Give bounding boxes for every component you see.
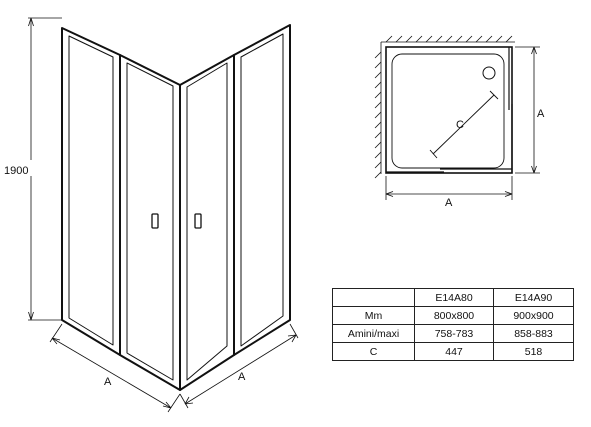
plan-depth-label: A: [537, 108, 545, 120]
width-dimension-right: [179, 323, 299, 409]
plan-diagonal-label: C: [456, 119, 464, 131]
plan-width-dimension: [385, 176, 513, 200]
left-fixed-panel-glass: [68, 35, 114, 346]
spec-table-row-label: Amini/maxi: [332, 324, 415, 343]
right-fixed-panel-glass: [240, 33, 284, 347]
left-sliding-door-glass: [126, 62, 174, 381]
wall-hatching: [374, 35, 515, 179]
plan-depth-dimension: [515, 46, 540, 174]
plan-view: [374, 35, 540, 200]
width-dimension-left: [49, 323, 181, 413]
spec-table-cell: 800x800: [414, 306, 494, 325]
elevation-view: [61, 24, 291, 391]
spec-table-header-row: E14A80 E14A90: [332, 288, 574, 307]
height-label: 1900: [4, 165, 28, 177]
width-label-left: A: [104, 376, 112, 388]
shower-tray-outline: [385, 46, 513, 174]
spec-table-column-header: E14A80: [414, 288, 494, 307]
spec-table-corner-cell: [332, 288, 415, 307]
plan-width-label: A: [445, 197, 453, 209]
right-sliding-door-glass: [186, 62, 228, 381]
drain-icon: [482, 66, 496, 80]
spec-table: E14A80 E14A90 Mm 800x800 900x900 Amini/m…: [332, 288, 574, 361]
right-fixed-panel: [233, 24, 291, 356]
left-sliding-door: [119, 54, 181, 391]
spec-table-cell: 447: [414, 342, 494, 361]
spec-table-cell: 858-883: [493, 324, 574, 343]
spec-table-column-header: E14A90: [493, 288, 574, 307]
spec-table-row: Mm 800x800 900x900: [332, 306, 574, 325]
diagonal-dimension: [429, 90, 499, 159]
spec-table-row-label: Mm: [332, 306, 415, 325]
spec-table-row-label: C: [332, 342, 415, 361]
spec-table-cell: 900x900: [493, 306, 574, 325]
left-door-handle-icon: [151, 213, 159, 229]
left-fixed-panel: [61, 27, 121, 356]
right-sliding-door: [179, 54, 235, 391]
width-label-right: A: [238, 371, 246, 383]
spec-table-row: Amini/maxi 758-783 858-883: [332, 324, 574, 343]
shower-tray-basin: [391, 53, 505, 169]
right-door-handle-icon: [194, 213, 202, 229]
spec-table-cell: 758-783: [414, 324, 494, 343]
spec-table-cell: 518: [493, 342, 574, 361]
door-profiles: [386, 47, 513, 173]
spec-table-row: C 447 518: [332, 342, 574, 361]
